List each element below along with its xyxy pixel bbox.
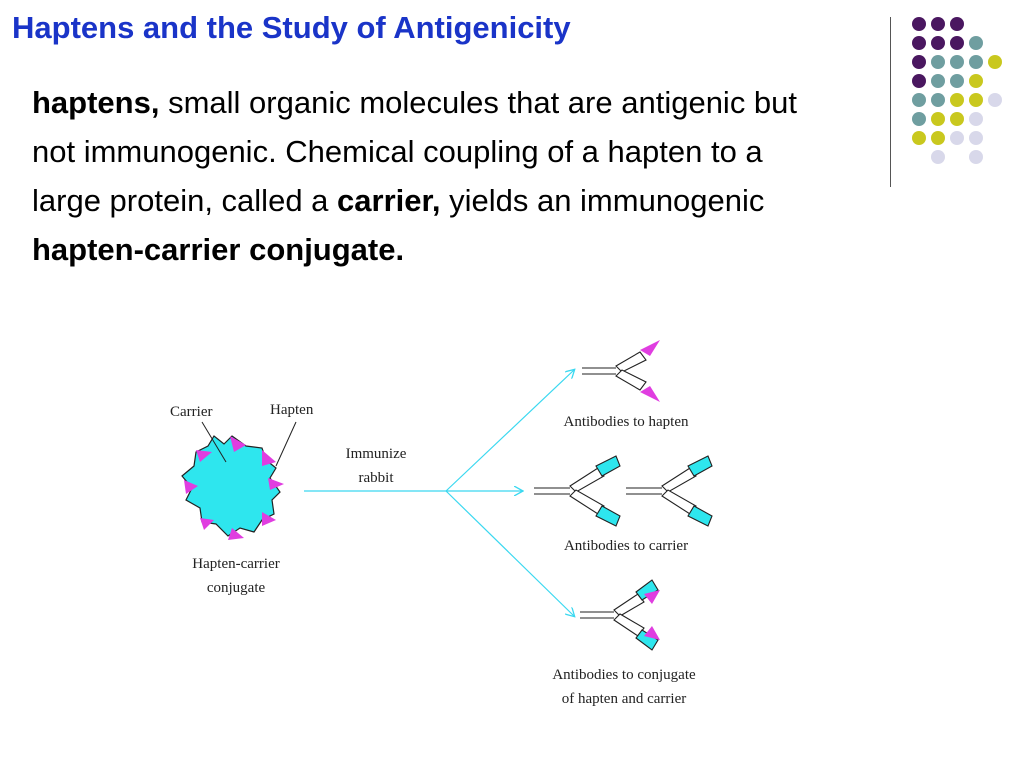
antibody-to-carrier-left [534,455,621,527]
dot-lavender [969,112,983,126]
slide-title: Haptens and the Study of Antigenicity [12,10,571,45]
dot-purple [950,36,964,50]
definition-paragraph: haptens, small organic molecules that ar… [32,78,812,274]
dot-teal [931,74,945,88]
label-immunize: Immunize [346,446,407,462]
dot-teal [931,93,945,107]
dot-teal [969,36,983,50]
dot-purple [912,36,926,50]
dot-teal [950,55,964,69]
hapten-marker [268,478,284,490]
hapten-marker [262,512,276,526]
branch-arrow-conjugate [445,490,574,616]
dot-yellow [950,112,964,126]
term-conjugate: hapten-carrier conjugate. [32,232,405,267]
label-antibodies-to-conjugate-line2: of hapten and carrier [562,691,687,707]
carrier-protein-shape [181,435,281,537]
dot-yellow [931,131,945,145]
decorative-divider [890,17,891,187]
antibody-to-conjugate [580,579,660,651]
label-carrier: Carrier [170,404,212,420]
dot-lavender [988,93,1002,107]
dot-purple [950,17,964,31]
dot-yellow [969,93,983,107]
label-antibodies-to-conjugate-line1: Antibodies to conjugate [552,667,696,683]
dot-teal [969,55,983,69]
dot-purple [912,55,926,69]
dot-yellow [950,93,964,107]
label-antibodies-to-carrier: Antibodies to carrier [564,538,688,554]
hapten-marker [262,450,276,466]
definition-text-2: yields an immunogenic [440,183,765,218]
hapten-marker [230,436,246,452]
label-rabbit: rabbit [359,470,395,486]
hapten-marker [184,480,198,494]
dot-lavender [931,150,945,164]
dot-teal [950,74,964,88]
dot-teal [912,112,926,126]
label-conjugate-line2: conjugate [207,580,266,596]
label-conjugate-line1: Hapten-carrier [192,556,279,572]
dot-purple [931,17,945,31]
dot-purple [931,36,945,50]
hapten-carrier-conjugate-graphic [181,421,297,540]
label-antibodies-to-hapten: Antibodies to hapten [564,414,689,430]
dot-yellow [931,112,945,126]
antibody-to-hapten [582,340,660,402]
label-hapten: Hapten [270,402,314,418]
term-haptens: haptens, [32,85,160,120]
branch-arrow-hapten [445,370,574,492]
dot-yellow [969,74,983,88]
carrier-pointer-line [201,421,227,463]
dot-lavender [969,131,983,145]
hapten-marker [200,518,214,530]
dot-lavender [969,150,983,164]
hapten-marker [228,528,244,540]
term-carrier: carrier, [337,183,441,218]
hapten-pointer-line [275,421,297,467]
dot-yellow [912,131,926,145]
hapten-marker [196,450,212,462]
antibody-to-carrier-right [626,455,713,527]
dot-teal [931,55,945,69]
dot-purple [912,17,926,31]
dot-lavender [950,131,964,145]
dot-purple [912,74,926,88]
dot-yellow [988,55,1002,69]
dot-teal [912,93,926,107]
definition-text-1: small organic molecules that are antigen… [32,85,798,218]
